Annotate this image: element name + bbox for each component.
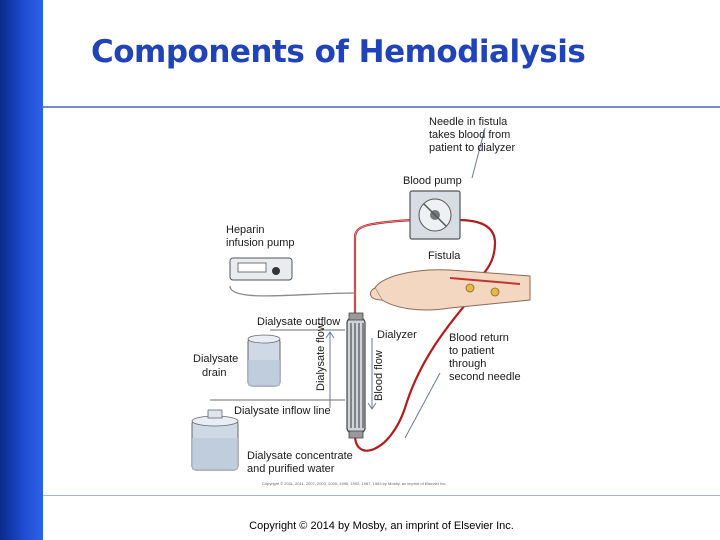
- blood-return-label: Blood return: [449, 332, 509, 344]
- slide-title: Components of Hemodialysis: [91, 34, 586, 70]
- footer-divider: [43, 495, 720, 496]
- dialysate-lines: [210, 285, 356, 401]
- needle-label: takes blood from: [429, 129, 510, 141]
- concentrate-container: [191, 409, 239, 471]
- heparin-pump: [229, 257, 293, 281]
- concentrate-label: and purified water: [247, 463, 335, 475]
- dialysate-drain-container: [247, 334, 281, 387]
- dialyzer: [346, 312, 366, 439]
- blood-tubing-highlight: [354, 219, 413, 315]
- patient-arm: [369, 269, 531, 311]
- blood-pump: [409, 190, 461, 240]
- dialysate-drain-label: drain: [202, 367, 226, 379]
- flow-arrows: [325, 127, 486, 439]
- diagram-labels: Needle in fistula takes blood from patie…: [193, 116, 521, 486]
- dialysate-inflow-label: Dialysate inflow line: [234, 405, 331, 417]
- concentrate-label: Dialysate concentrate: [247, 450, 353, 462]
- heparin-label: Heparin: [226, 224, 265, 236]
- blood-pump-label: Blood pump: [403, 175, 462, 187]
- needle-label: patient to dialyzer: [429, 142, 516, 154]
- blood-return-label: to patient: [449, 345, 494, 357]
- dialysate-flow-label: Dialysate flow: [315, 323, 327, 391]
- fistula-label: Fistula: [428, 250, 461, 262]
- slide-copyright: Copyright © 2014 by Mosby, an imprint of…: [249, 520, 514, 532]
- blood-return-label: through: [449, 358, 486, 370]
- dialyzer-label: Dialyzer: [377, 329, 417, 341]
- heparin-label: infusion pump: [226, 237, 295, 249]
- title-divider: [43, 106, 720, 108]
- blood-return-label: second needle: [449, 371, 521, 383]
- dialysate-outflow-label: Dialysate outflow: [257, 316, 340, 328]
- figure-fine-print: Copyright © 2011, 2011, 2007, 2003, 2000…: [262, 481, 447, 486]
- dialysate-drain-label: Dialysate: [193, 353, 238, 365]
- side-accent-bar: [0, 0, 43, 540]
- blood-flow-label: Blood flow: [373, 350, 385, 401]
- needle-label: Needle in fistula: [429, 116, 508, 128]
- hemodialysis-diagram: Needle in fistula takes blood from patie…: [191, 116, 531, 486]
